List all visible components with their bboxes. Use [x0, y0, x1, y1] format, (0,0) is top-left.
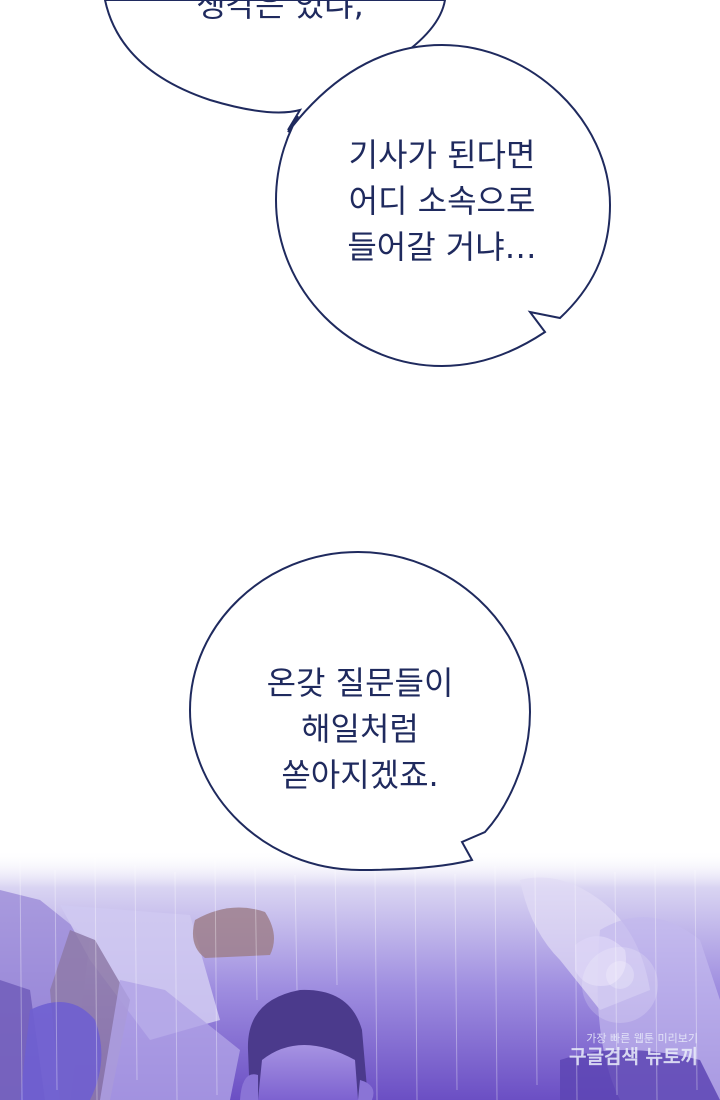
bubble-text-bottom: 온갖 질문들이 해일처럼 쏟아지겠죠. — [240, 660, 480, 798]
bubble-line: 생각은 있냐, — [196, 0, 364, 24]
speech-bubble-top — [103, 0, 447, 131]
bubble-text-middle: 기사가 된다면 어디 소속으로 들어갈 거냐… — [322, 132, 562, 270]
bubble-line: 온갖 질문들이 — [266, 664, 454, 702]
bubble-line: 기사가 된다면 — [348, 136, 536, 174]
watermark-line-2: 구글검색 뉴토끼 — [569, 1046, 698, 1068]
speech-bubble-middle — [274, 43, 612, 368]
bubble-line: 들어갈 거냐… — [347, 228, 537, 266]
bubble-line: 쏟아지겠죠. — [281, 756, 439, 794]
watermark-line-1: 가장 빠른 웹툰 미리보기 — [586, 1032, 698, 1045]
speech-bubble-bottom — [188, 550, 532, 872]
bubble-text-top: 생각은 있냐, — [180, 0, 380, 28]
watermark: 가장 빠른 웹툰 미리보기 구글검색 뉴토끼 — [569, 1032, 698, 1068]
bubble-line: 어디 소속으로 — [348, 182, 536, 220]
rain-scene — [0, 850, 720, 1100]
bubble-line: 해일처럼 — [301, 710, 419, 748]
